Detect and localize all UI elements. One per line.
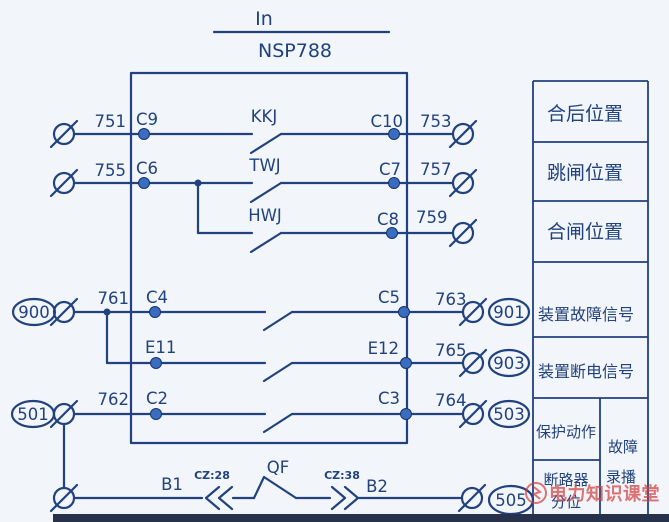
- scan-edge-strip: [53, 514, 669, 522]
- table-cell-trip-position: 跳闸位置: [547, 162, 623, 184]
- device-model-label: NSP788: [258, 40, 332, 62]
- pin-label: E12: [368, 339, 399, 358]
- pin-dot-c8: [386, 227, 398, 239]
- row-hwj: HWJ C8 759: [196, 181, 478, 254]
- breaker-label-qf: QF: [267, 458, 289, 477]
- pin-label: C2: [146, 389, 168, 408]
- table-cell-closed-position: 合闸位置: [547, 221, 623, 243]
- pin-dot-e12: [400, 357, 412, 369]
- fault-contact-blade: [262, 310, 294, 332]
- pin-label: C10: [370, 112, 403, 131]
- plug-label-right: CZ:38: [324, 469, 360, 482]
- wire-number: 761: [98, 289, 130, 308]
- watermark: 电力知识课堂: [525, 482, 660, 505]
- pin-label: C4: [146, 288, 168, 307]
- pin-label: C8: [377, 210, 399, 229]
- terminal-751-icon: [49, 119, 79, 149]
- trip-contact-blade: [262, 412, 294, 434]
- table-cell-breaker-line2: 分位: [551, 493, 581, 511]
- breaker-branch: 505 B1 CZ:28 QF CZ:38 B2: [49, 423, 535, 516]
- twj-contact-blade: [249, 181, 283, 204]
- plug-connector-left-icon: [217, 485, 234, 511]
- wire-number: 762: [98, 390, 130, 409]
- row-kkj: 751 C9 KKJ C10 753: [49, 107, 478, 155]
- wire-number: 765: [435, 341, 467, 360]
- terminal-759-icon: [448, 218, 478, 248]
- contact-label-kkj: KKJ: [251, 107, 278, 126]
- terminal-bottom-left-icon: [49, 483, 79, 513]
- pin-label: C6: [136, 159, 158, 178]
- bus-number: 501: [17, 405, 49, 424]
- terminal-757-icon: [448, 168, 478, 198]
- bus-number: 901: [493, 303, 525, 322]
- device-header: In NSP788: [212, 8, 391, 62]
- signal-table: 合后位置 跳闸位置 合闸位置 装置故障信号 装置断电信号 保护动作 断路器 分位…: [532, 80, 649, 515]
- bus-oval-901: [487, 297, 531, 327]
- wire-number: 759: [416, 208, 448, 227]
- power-loss-contact-blade: [262, 361, 294, 383]
- relay-box: [129, 71, 409, 445]
- plug-connector-right-icon: [343, 485, 360, 511]
- qf-aux-contact: [252, 475, 298, 500]
- bus-oval-503: [487, 399, 531, 429]
- table-cell-closed-after-position: 合后位置: [547, 103, 623, 125]
- contact-label-hwj: HWJ: [248, 206, 282, 225]
- plug-connector-right-icon: [330, 485, 347, 511]
- wire-number: 751: [95, 112, 127, 131]
- bus-number: 903: [493, 354, 525, 373]
- pin-dot-e11: [150, 357, 162, 369]
- table-cell-device-power-loss-signal: 装置断电信号: [538, 362, 634, 381]
- pin-dot-c7: [388, 177, 400, 189]
- row-twj: 755 C6 TWJ C7 757: [49, 156, 478, 204]
- table-cell-breaker-line1: 断路器: [543, 471, 588, 489]
- watermark-logo-icon: [525, 482, 547, 504]
- terminal-505-icon: [457, 483, 487, 513]
- contact-label-twj: TWJ: [248, 156, 280, 175]
- table-cell-protection-action: 保护动作: [536, 423, 596, 441]
- pin-dot-c10: [388, 128, 400, 140]
- table-cell-device-fault-signal: 装置故障信号: [538, 305, 634, 324]
- wire-number: 755: [95, 161, 127, 180]
- watermark-bolt-icon: [531, 486, 543, 500]
- terminal-753-icon: [448, 119, 478, 149]
- wire-number: 753: [420, 112, 452, 131]
- pin-dot-c9: [138, 128, 150, 140]
- hwj-contact-blade: [249, 231, 283, 254]
- watermark-text: 电力知识课堂: [549, 483, 660, 505]
- row-e11-e12: 903 E11 E12 765: [105, 310, 531, 383]
- pin-label: C5: [378, 288, 400, 307]
- plug-connector-left-icon: [204, 485, 221, 511]
- table-cell-fault-line1: 故障: [608, 438, 638, 456]
- pin-label: E11: [145, 338, 176, 357]
- plug-label-left: CZ:28: [194, 469, 230, 482]
- bus-number: 505: [495, 491, 527, 510]
- rated-current-label: In: [255, 8, 273, 30]
- pin-dot-c3: [400, 408, 412, 420]
- pin-label: C7: [379, 160, 401, 179]
- wire-number: 763: [435, 290, 467, 309]
- terminal-762-icon: [49, 399, 79, 429]
- row-c4-c5: 900 901 761 C4 C5 763: [11, 288, 531, 332]
- kkj-contact-blade: [249, 132, 283, 155]
- pin-label: C3: [378, 389, 400, 408]
- bus-number: 900: [18, 303, 50, 322]
- pin-label: C9: [136, 110, 158, 129]
- terminal-761-icon: [49, 297, 79, 327]
- table-cell-fault-line2: 录播: [606, 468, 636, 486]
- cable-label-b1: B1: [161, 475, 183, 494]
- pin-dot-c6: [138, 177, 150, 189]
- pin-dot-c5: [398, 306, 410, 318]
- cable-label-b2: B2: [366, 477, 388, 496]
- row-c2-c3: 501 503 762 C2 C3 764: [10, 389, 531, 434]
- terminal-755-icon: [49, 168, 79, 198]
- pin-dot-c4: [149, 306, 161, 318]
- pin-dot-c2: [150, 408, 162, 420]
- bus-number: 503: [493, 405, 525, 424]
- bus-oval-903: [487, 348, 531, 378]
- wire-number: 764: [435, 391, 467, 410]
- wire-number: 757: [420, 160, 452, 179]
